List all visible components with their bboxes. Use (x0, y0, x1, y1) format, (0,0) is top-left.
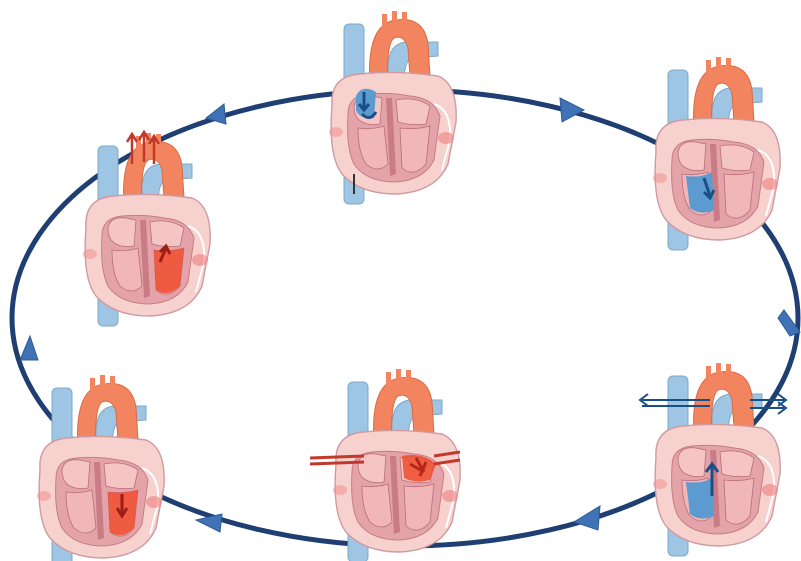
heart-stage-right-upper (653, 57, 780, 250)
cycle-arrowhead-bottom-left (196, 514, 222, 532)
heart-stage-right-lower (640, 363, 786, 556)
heart-stage-bottom-middle (310, 369, 460, 561)
heart-stage-top (329, 11, 456, 204)
left-ventricle-oxygenated-highlight (154, 248, 184, 293)
heart-stage-left-lower (37, 375, 164, 561)
ventricle-blood-highlight (686, 478, 714, 519)
pulmonary-vein-left-2 (310, 462, 364, 464)
cycle-arrowhead-top-right (560, 98, 584, 122)
cycle-arrowhead-bottom-right (574, 506, 600, 530)
pulmonary-vein-left (310, 456, 364, 458)
cycle-arrowhead-left (20, 336, 38, 360)
heart-stage-left-upper (83, 132, 210, 326)
